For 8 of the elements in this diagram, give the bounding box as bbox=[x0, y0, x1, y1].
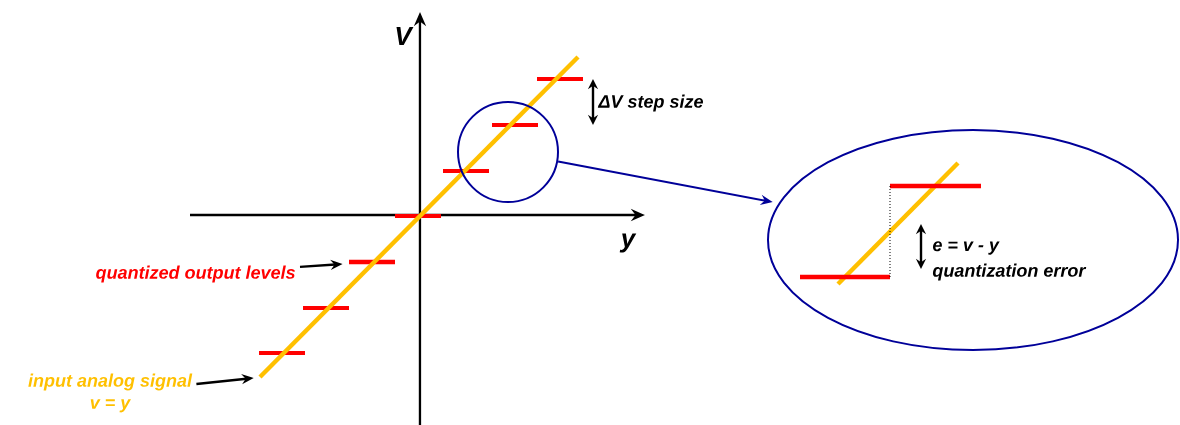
step-label: ΔV step size bbox=[597, 94, 703, 112]
axis-label: y bbox=[619, 233, 637, 253]
error-label: e = v - y bbox=[932, 241, 1000, 255]
error-label: quantization error bbox=[932, 263, 1087, 281]
callout-text: input analog signal v = y bbox=[28, 373, 193, 413]
callout-text: quantized output levels bbox=[96, 265, 295, 283]
magnifier-circle bbox=[457, 101, 559, 203]
axis-label: V bbox=[396, 27, 414, 45]
